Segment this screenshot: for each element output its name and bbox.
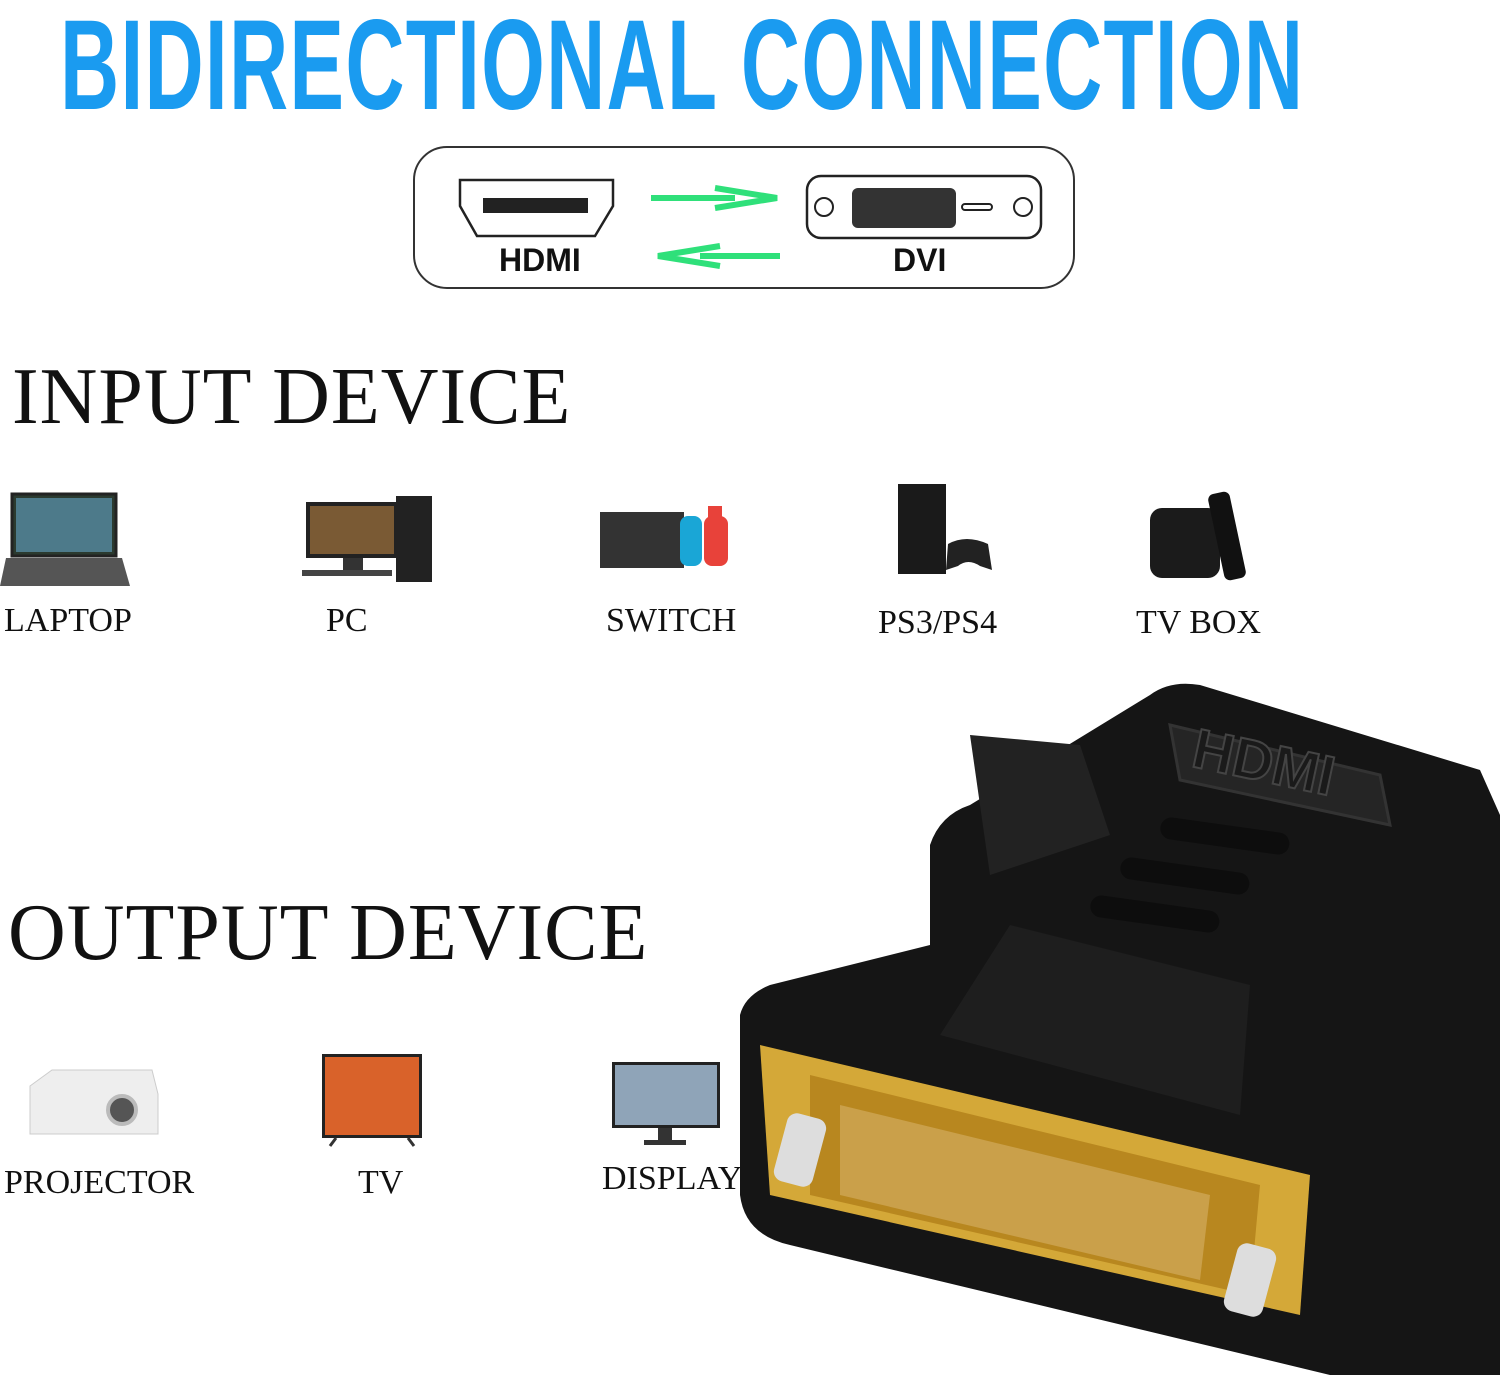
device-label-tv: TV [358,1164,404,1201]
device-label-pc: PC [326,602,368,639]
page-title: BIDIRECTIONAL CONNECTION [60,0,1305,137]
device-label-ps3-ps4: PS3/PS4 [878,604,998,641]
connector-diagram-icon [458,174,1043,269]
game-console-switch-icon [600,506,728,568]
tv-icon [322,1054,422,1147]
device-label-tv-box: TV BOX [1136,604,1261,641]
device-label-projector: PROJECTOR [4,1164,195,1201]
hdmi-to-dvi-adapter-image: HDMI [740,683,1500,1375]
output-device-heading: OUTPUT DEVICE [8,889,649,977]
tv-box-icon [1150,491,1246,581]
monitor-icon [612,1062,720,1145]
hdmi-label: HDMI [499,242,581,278]
device-label-display: DISPLAY [602,1160,743,1197]
projector-icon [29,1069,159,1135]
laptop-icon [0,492,130,586]
dvi-label: DVI [893,242,947,278]
connection-diagram: HDMI DVI [413,146,1075,289]
device-label-laptop: LAPTOP [4,602,132,639]
pc-icon [302,496,432,582]
input-device-heading: INPUT DEVICE [12,353,572,441]
playstation-icon [898,484,992,574]
device-label-switch: SWITCH [606,602,737,639]
